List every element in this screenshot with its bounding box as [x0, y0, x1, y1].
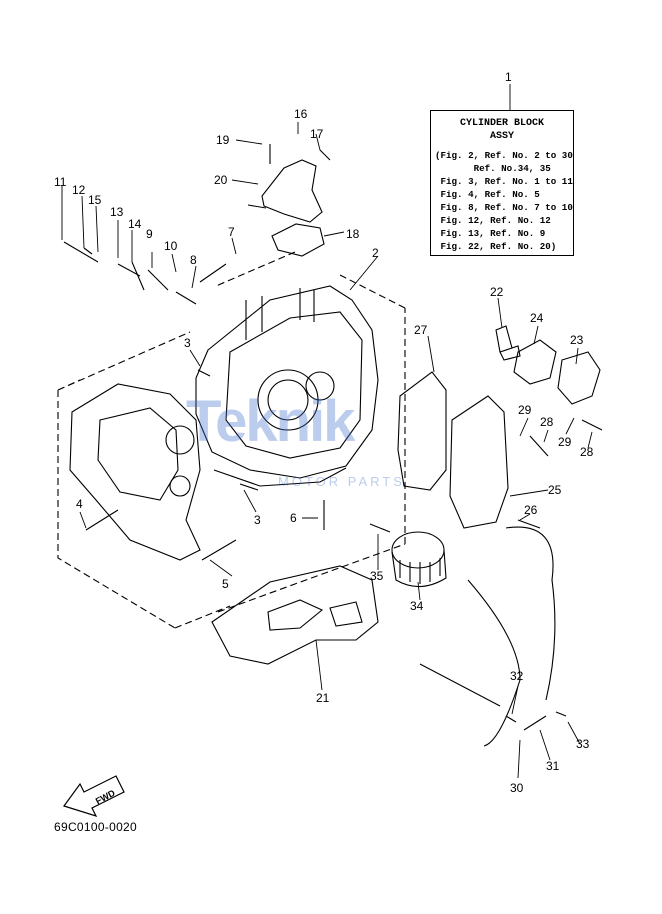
callout-10: 10 [164, 239, 178, 253]
callout-29: 29 [518, 403, 532, 417]
callout-7: 7 [228, 225, 235, 239]
bolts-and-pins [63, 144, 603, 731]
callout-23: 23 [570, 333, 584, 347]
thermostat-gasket [271, 223, 325, 257]
callout-16: 16 [294, 107, 308, 121]
callout-1: 1 [505, 70, 512, 84]
callout-4: 4 [76, 497, 83, 511]
callout-12: 12 [72, 183, 86, 197]
info-box-line: Fig. 22, Ref. No. 20) [435, 241, 557, 252]
callout-35: 35 [370, 569, 384, 583]
watermark-subtitle: MOTOR PARTS [278, 474, 405, 489]
callout-18: 18 [346, 227, 360, 241]
callout-28: 28 [540, 415, 554, 429]
pressure-sensor [495, 325, 521, 361]
callout-29: 29 [558, 435, 572, 449]
callout-24: 24 [530, 311, 544, 325]
thermostat-housing-gasket [513, 339, 557, 385]
callout-2: 2 [372, 246, 379, 260]
crankcase [69, 383, 201, 561]
info-box-line: (Fig. 2, Ref. No. 2 to 30 [435, 150, 573, 161]
exhaust-cover [449, 395, 509, 529]
info-box-line: Fig. 8, Ref. No. 7 to 10 [435, 202, 573, 213]
callout-13: 13 [110, 205, 124, 219]
info-box-line: Fig. 3, Ref. No. 1 to 11 [435, 176, 573, 187]
oil-filter [391, 531, 447, 588]
callout-5: 5 [222, 577, 229, 591]
callout-15: 15 [88, 193, 102, 207]
callout-22: 22 [490, 285, 504, 299]
callout-3: 3 [254, 513, 261, 527]
oil-hose [419, 526, 556, 747]
info-box-line: Fig. 4, Ref. No. 5 [435, 189, 540, 200]
thermostat [557, 351, 601, 405]
callout-31: 31 [546, 759, 560, 773]
leader-lines [61, 84, 593, 779]
callout-20: 20 [214, 173, 228, 187]
callout-17: 17 [310, 127, 324, 141]
info-box-line: Fig. 12, Ref. No. 12 [435, 215, 551, 226]
callout-27: 27 [414, 323, 428, 337]
crankcase-gasket [211, 565, 379, 665]
callout-30: 30 [510, 781, 524, 795]
cylinder-block [195, 285, 379, 487]
callout-34: 34 [410, 599, 424, 613]
thermostat-cover [261, 159, 323, 223]
info-box-subtitle: ASSY [489, 131, 514, 142]
forward-direction-arrow [63, 775, 125, 817]
callout-21: 21 [316, 691, 330, 705]
callout-11: 11 [54, 175, 67, 189]
callout-26: 26 [524, 503, 538, 517]
callout-3: 3 [184, 336, 191, 350]
callout-14: 14 [128, 217, 142, 231]
assembly-boundary-dashed [57, 251, 406, 629]
callout-25: 25 [548, 483, 562, 497]
callout-19: 19 [216, 133, 230, 147]
callout-9: 9 [146, 227, 153, 241]
exhaust-cover-gasket [397, 371, 447, 491]
callout-33: 33 [576, 737, 590, 751]
info-box-line: Fig. 13, Ref. No. 9 [435, 228, 546, 239]
callout-6: 6 [290, 511, 297, 525]
callout-32: 32 [510, 669, 524, 683]
info-box-title: CYLINDER BLOCK [459, 118, 544, 129]
callout-8: 8 [190, 253, 197, 267]
diagram-part-code: 69C0100-0020 [54, 820, 138, 834]
callout-28: 28 [580, 445, 594, 459]
info-box-line: Ref. No.34, 35 [435, 163, 551, 174]
watermark-logo: Teknik [186, 389, 355, 454]
assembly-info-box: CYLINDER BLOCK ASSY (Fig. 2, Ref. No. 2 … [430, 110, 574, 256]
